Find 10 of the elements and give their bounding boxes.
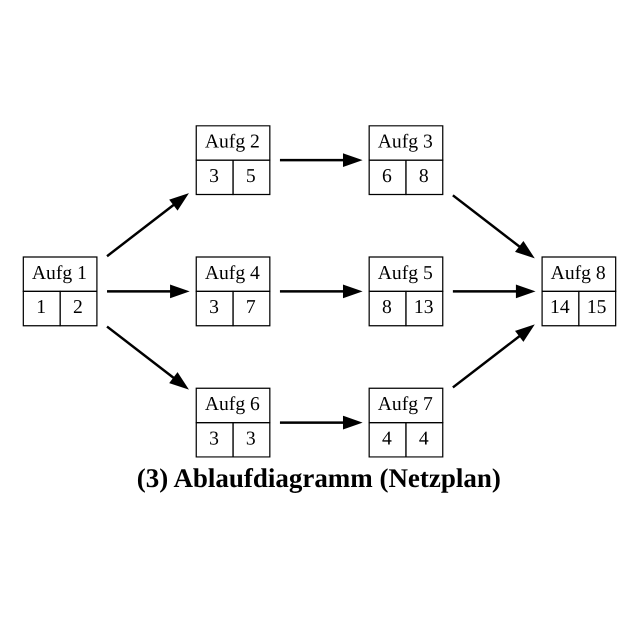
arrow xyxy=(452,324,535,388)
arrow xyxy=(452,284,536,298)
arrow xyxy=(106,192,189,257)
caption: (3) Ablaufdiagramm (Netzplan) xyxy=(136,462,501,493)
arrow xyxy=(106,325,189,390)
arrow xyxy=(280,415,363,429)
arrow xyxy=(452,194,535,258)
arrow xyxy=(280,152,363,167)
arrow xyxy=(280,284,363,298)
arrow xyxy=(107,284,190,298)
